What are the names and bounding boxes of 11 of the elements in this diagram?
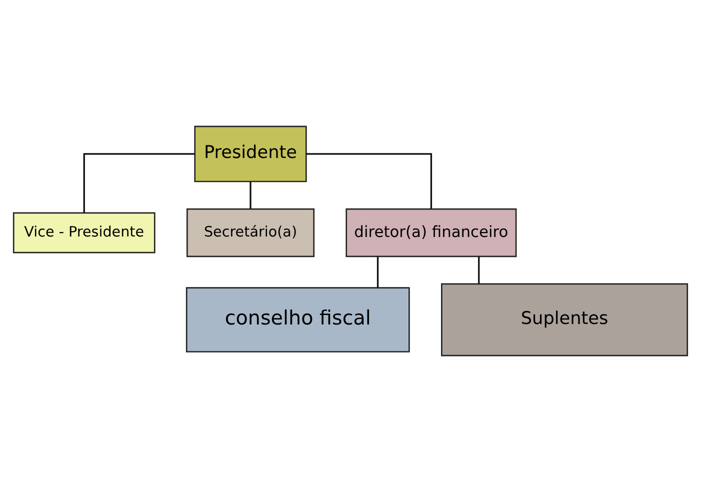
connector xyxy=(478,256,480,284)
node-box: Vice - Presidente xyxy=(12,212,156,253)
connector xyxy=(83,152,195,212)
node-box: Secretário(a) xyxy=(186,208,315,257)
connector xyxy=(376,256,379,288)
connector xyxy=(306,152,432,208)
node-box: Presidente xyxy=(194,125,307,182)
node-box: Suplentes xyxy=(441,282,688,356)
connector xyxy=(250,181,252,208)
node-box: diretor(a) financeiro xyxy=(346,208,517,257)
node-box: conselho fiscal xyxy=(186,286,410,352)
